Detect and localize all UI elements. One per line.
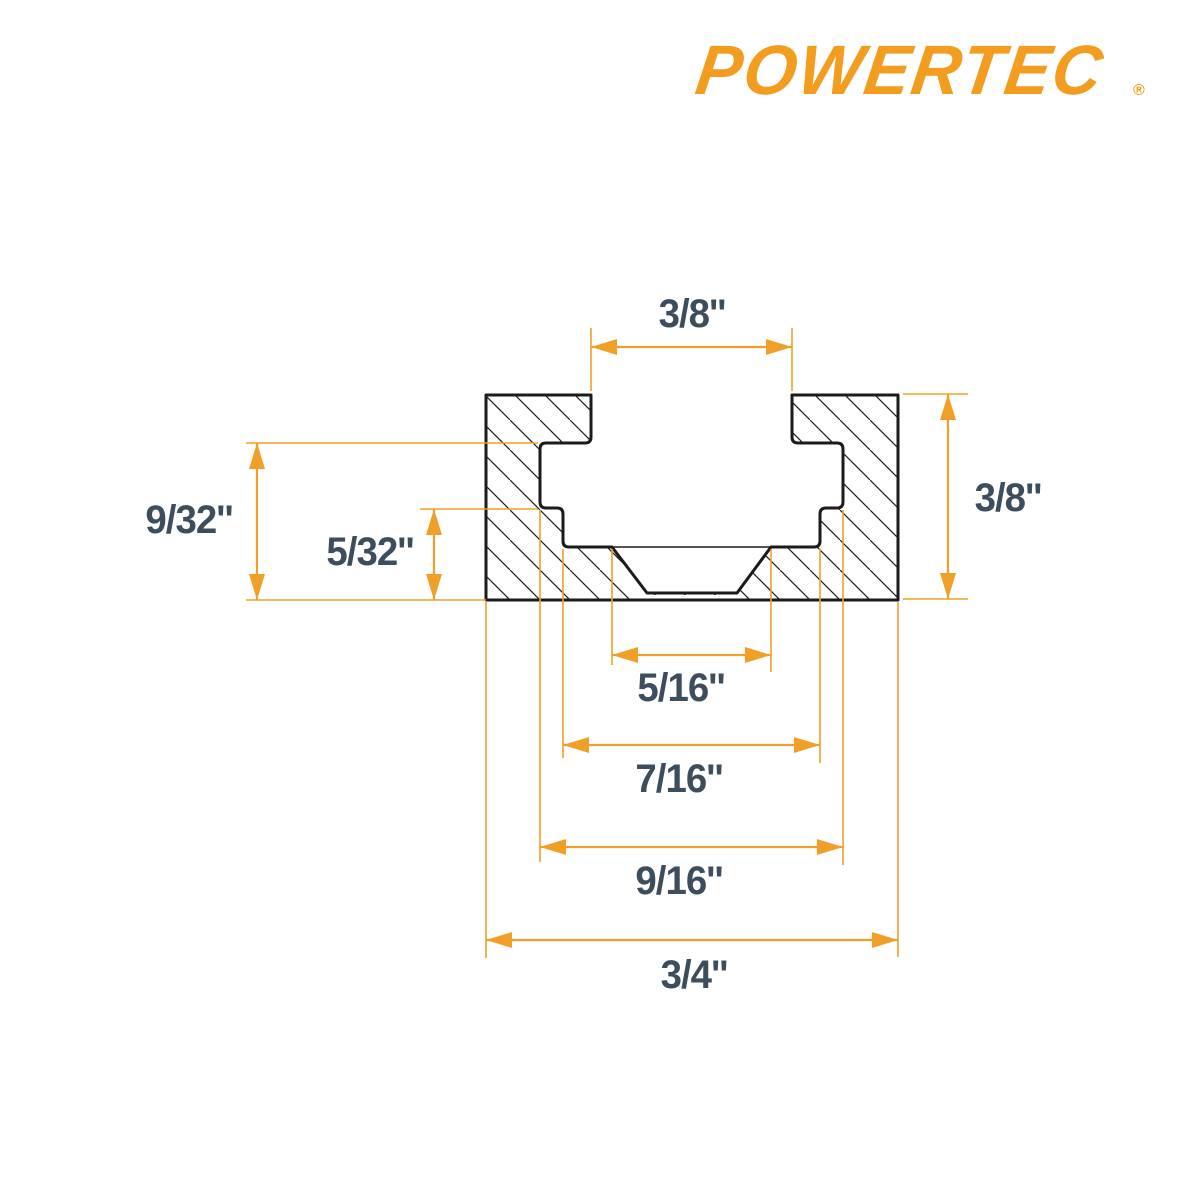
- arrowhead-icon: [794, 737, 820, 753]
- dim-countersink-width: [611, 549, 772, 672]
- arrowhead-icon: [426, 509, 442, 535]
- powertec-logo: POWERTEC ®: [692, 31, 1152, 110]
- dim-overall-height: [903, 393, 968, 600]
- dimension-label-overall-height: 3/8'': [974, 476, 1043, 520]
- dimension-label-overall-width: 3/4'': [660, 953, 729, 997]
- arrowhead-icon: [540, 839, 566, 855]
- arrowhead-icon: [745, 647, 771, 663]
- arrowhead-icon: [612, 647, 638, 663]
- arrowhead-icon: [940, 394, 956, 420]
- dimension-label-countersink-width: 5/16'': [637, 666, 725, 710]
- dimension-label-cavity-width: 9/16'': [635, 859, 723, 903]
- arrowhead-icon: [486, 932, 512, 948]
- t-track-profile-outline: [484, 393, 900, 602]
- dim-slot-floor-width: [562, 549, 821, 763]
- dimension-label-slot-floor-width: 7/16'': [635, 757, 723, 801]
- arrowhead-icon: [249, 443, 265, 469]
- dim-slot-opening-width: [590, 328, 793, 391]
- arrowhead-icon: [817, 839, 843, 855]
- arrowhead-icon: [940, 573, 956, 599]
- dimension-label-lower-step-depth: 5/32'': [326, 530, 414, 574]
- dim-lower-step-depth: [420, 508, 538, 600]
- dim-cavity-depth: [246, 442, 538, 601]
- arrowhead-icon: [872, 932, 898, 948]
- arrowhead-icon: [563, 737, 589, 753]
- dim-overall-width: [485, 602, 899, 958]
- arrowhead-icon: [426, 574, 442, 600]
- arrowhead-icon: [766, 339, 792, 355]
- dimension-label-cavity-depth: 9/32'': [145, 498, 233, 542]
- dimension-label-slot-opening-width: 3/8'': [658, 292, 727, 336]
- dim-cavity-width: [539, 510, 844, 865]
- arrowhead-icon: [249, 574, 265, 600]
- arrowhead-icon: [591, 339, 617, 355]
- through-hole-gap: [650, 595, 734, 599]
- registered-trademark-icon: ®: [1133, 82, 1145, 99]
